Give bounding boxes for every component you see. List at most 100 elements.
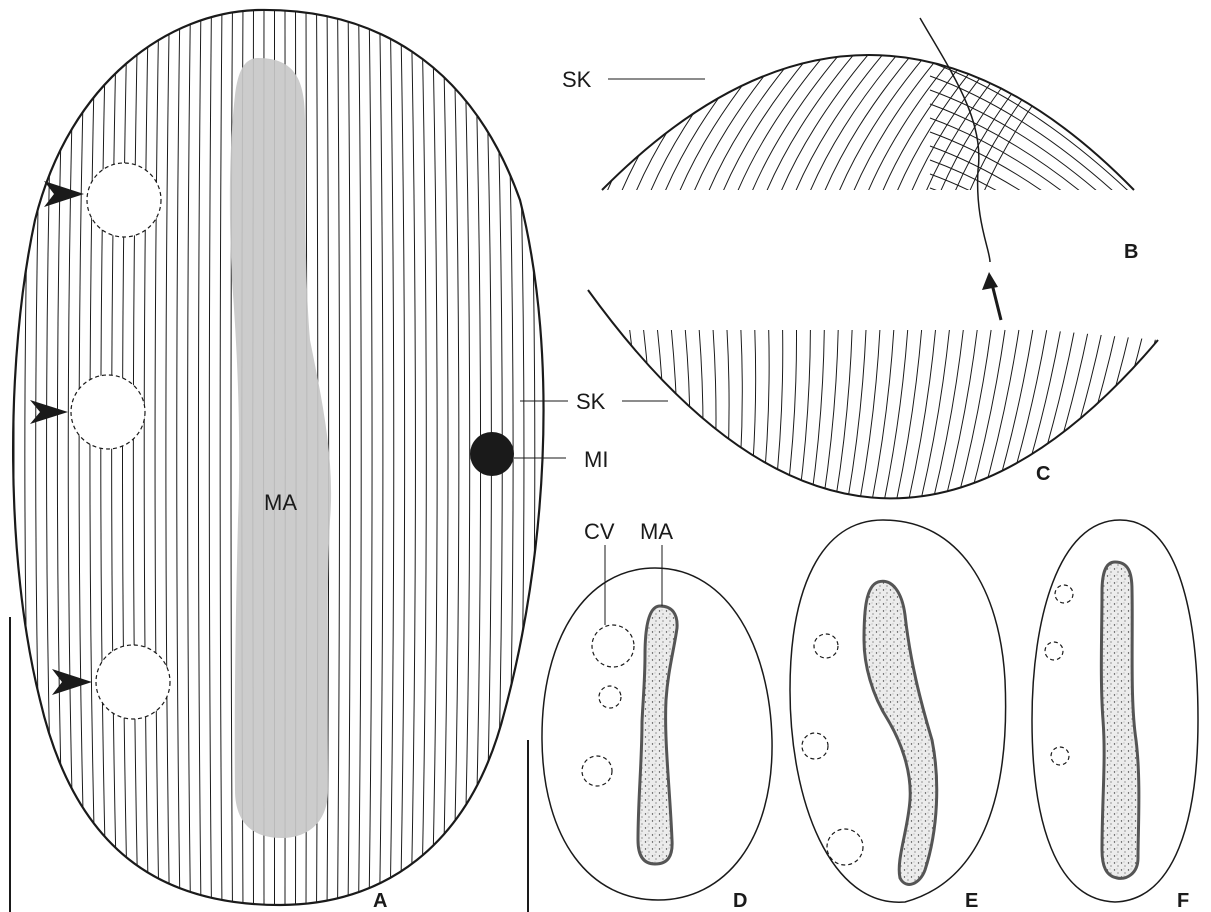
kinety-b-left-18 [821,0,971,200]
kinety-a-6 [68,0,75,912]
panel-a: MA A [3,0,568,912]
kinety-b-right-44 [930,216,1150,366]
kinety-b-left-28 [966,0,1116,200]
kinety-c-16 [773,330,782,510]
panel-label-e: E [965,890,978,912]
panel-label-a: A [373,890,387,912]
panel-f: F [1032,520,1198,912]
kinety-a-2 [25,0,33,912]
kinety-a-9 [101,0,107,912]
kinety-a-18 [198,0,201,912]
kinety-a-13 [144,0,148,912]
kinety-a-17 [188,0,191,912]
kinety-b-left-8 [676,0,826,200]
panel-b: SK B [560,0,1150,380]
label-sk-b: SK [562,67,592,92]
kinety-a-31 [338,0,340,912]
panel-d: CV MA D [528,519,772,912]
kinety-a-4 [47,0,54,912]
kinety-b-left-1 [575,0,725,200]
kinety-c-12 [725,330,729,510]
kinety-c-17 [786,330,797,510]
label-cv: CV [584,519,615,544]
macronucleus-a [230,58,331,838]
panel-e: E [790,520,1006,912]
kinety-b-left-14 [763,0,913,200]
kinety-b-left-21 [865,0,1015,200]
kinety-c-19 [810,330,825,510]
contractile-vacuole-a3 [96,645,170,719]
kinety-a-14 [155,0,159,912]
kinety-b-left-3 [604,0,754,200]
kinety-a-39 [422,0,427,912]
kinety-a-40 [432,0,437,912]
arrowhead-a3 [52,669,92,695]
kinety-a-16 [177,0,180,912]
panel-c-kineties [560,330,1158,510]
kinety-c-13 [737,330,742,510]
kinety-a-36 [390,0,394,912]
kinety-a-5 [57,0,64,912]
kinety-b-right-41 [930,174,1150,324]
kinety-a-11 [123,0,128,912]
kinety-b-right-45 [930,230,1150,380]
kinety-a-1 [14,0,23,912]
kinety-b-left-0 [560,0,710,200]
kinety-a-48 [516,0,524,912]
kinety-b-left-27 [952,0,1102,200]
kinety-b-right-36 [930,104,1150,254]
kinety-a-33 [359,0,362,912]
kinety-b-left-7 [662,0,812,200]
panel-b-kineties [560,0,1150,380]
label-mi: MI [584,447,608,472]
kinety-b-right-40 [930,160,1150,310]
kinety-c-5 [630,330,641,510]
kinety-b-left-11 [720,0,870,200]
panel-c: SK MI C [560,290,1158,510]
kinety-c-9 [685,330,690,510]
kinety-c-11 [713,330,716,510]
kinety-c-20 [822,330,838,510]
kinety-a-34 [369,0,372,912]
kinety-b-left-26 [937,0,1087,200]
kinety-a-42 [453,0,459,912]
kinety-c-0 [560,330,580,510]
kinety-c-15 [761,330,769,510]
arrow-b-shaft [992,284,1001,320]
kinety-b-left-13 [749,0,899,200]
kinety-a-41 [443,0,449,912]
kinety-a-35 [380,0,383,912]
kinety-b-right-42 [930,188,1150,338]
kinety-c-21 [834,330,852,510]
kinety-b-left-19 [836,0,986,200]
panel-b-outline [602,55,1134,190]
kinety-b-left-5 [633,0,783,200]
kinety-a-20 [220,0,222,912]
kinety-b-right-35 [930,90,1150,240]
kinety-a-38 [411,0,415,912]
panel-label-d: D [733,890,747,912]
kinety-c-23 [858,330,880,510]
kinety-c-3 [602,330,616,510]
kinety-a-8 [90,0,96,912]
kinety-c-40 [1064,330,1116,510]
kinety-b-left-4 [618,0,768,200]
kinety-b-left-16 [792,0,942,200]
kinety-b-left-6 [647,0,797,200]
kinety-c-10 [699,330,703,510]
label-ma-a: MA [264,490,297,515]
kinety-c-29 [931,330,964,510]
kinety-c-33 [979,330,1019,510]
kinety-b-left-17 [807,0,957,200]
kinety-c-6 [644,330,653,510]
kinety-c-8 [671,330,677,510]
kinety-c-4 [616,330,628,510]
kinety-a-12 [133,0,138,912]
kinety-b-right-43 [930,202,1150,352]
kinety-b-right-34 [930,76,1150,226]
kinety-a-7 [79,0,85,912]
kinety-b-right-37 [930,118,1150,268]
macronucleus-f [1101,562,1139,878]
kinety-b-left-9 [691,0,841,200]
